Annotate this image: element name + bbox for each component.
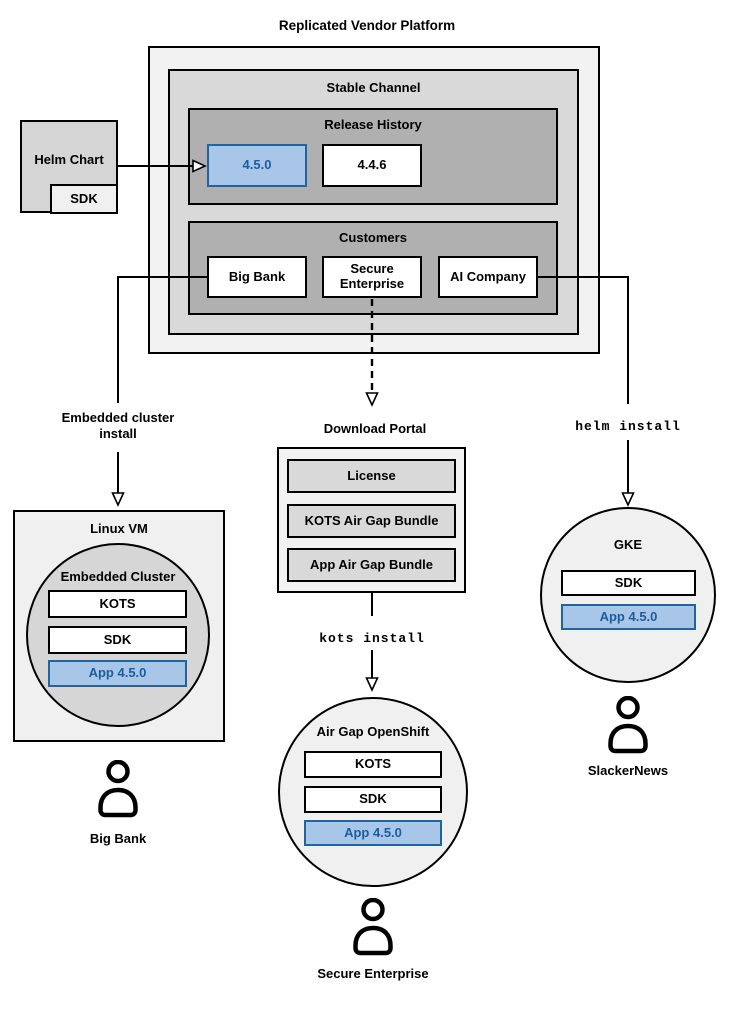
customer-big-bank-box: Big Bank xyxy=(207,256,307,298)
diagram-title: Replicated Vendor Platform xyxy=(278,18,456,33)
linux-vm-sdk-box: SDK xyxy=(48,626,187,654)
embedded-cluster-label: Embedded Cluster xyxy=(60,569,176,584)
linux-vm-label: Linux VM xyxy=(90,521,148,536)
linux-vm-app-box: App 4.5.0 xyxy=(48,660,187,687)
app-air-gap-bundle-box: App Air Gap Bundle xyxy=(287,548,456,582)
openshift-sdk-box: SDK xyxy=(304,786,442,813)
release-446-box: 4.4.6 xyxy=(322,144,422,187)
customers-label: Customers xyxy=(339,230,407,245)
embedded-cluster-install-label: Embedded cluster install xyxy=(61,410,175,441)
big-bank-user-icon xyxy=(94,759,142,823)
kots-install-command: kots install xyxy=(319,631,425,646)
helm-chart-label: Helm Chart xyxy=(34,152,104,167)
secure-enterprise-user-label: Secure Enterprise xyxy=(317,966,429,981)
linux-vm-kots-box: KOTS xyxy=(48,590,187,618)
big-bank-user-label: Big Bank xyxy=(89,831,147,846)
license-box: License xyxy=(287,459,456,493)
secure-enterprise-user-icon xyxy=(349,897,397,961)
release-history-label: Release History xyxy=(324,117,422,132)
helm-install-command: helm install xyxy=(575,419,681,434)
download-portal-label: Download Portal xyxy=(323,421,427,436)
stable-channel-label: Stable Channel xyxy=(326,80,421,95)
openshift-kots-box: KOTS xyxy=(304,751,442,778)
slackernews-user-icon xyxy=(604,695,652,759)
gke-app-box: App 4.5.0 xyxy=(561,604,696,630)
air-gap-openshift-label: Air Gap OpenShift xyxy=(316,724,430,739)
gke-label: GKE xyxy=(613,537,643,552)
kots-air-gap-bundle-box: KOTS Air Gap Bundle xyxy=(287,504,456,538)
release-450-box: 4.5.0 xyxy=(207,144,307,187)
openshift-app-box: App 4.5.0 xyxy=(304,820,442,846)
slackernews-user-label: SlackerNews xyxy=(587,763,669,778)
customer-ai-company-box: AI Company xyxy=(438,256,538,298)
customer-secure-enterprise-box: Secure Enterprise xyxy=(322,256,422,298)
gke-sdk-box: SDK xyxy=(561,570,696,596)
helm-chart-sdk-box: SDK xyxy=(50,184,118,214)
